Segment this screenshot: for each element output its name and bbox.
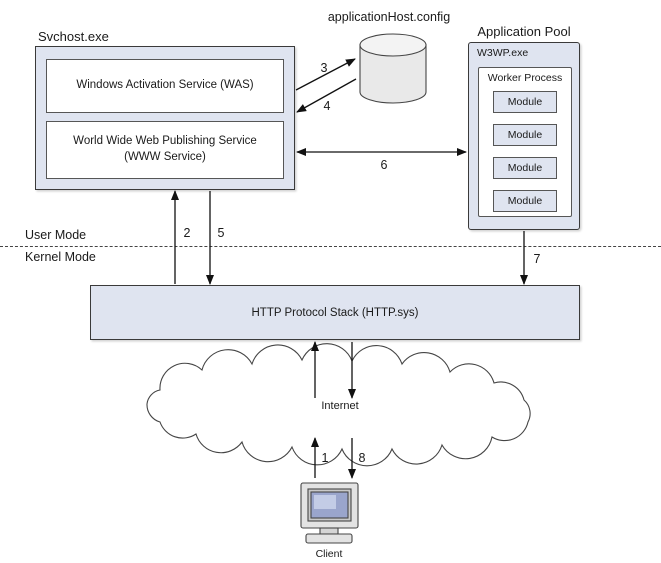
- arrow-label-1: 1: [321, 451, 329, 465]
- worker-process-box: Worker Process Module Module Module Modu…: [478, 67, 572, 217]
- svchost-title: Svchost.exe: [38, 29, 109, 44]
- arrow-label-3: 3: [320, 61, 328, 75]
- module-box: Module: [493, 124, 557, 146]
- internet-label: Internet: [321, 400, 359, 412]
- config-database-icon: [359, 33, 427, 104]
- module-label: Module: [507, 96, 543, 108]
- svchost-box: Windows Activation Service (WAS) World W…: [35, 46, 295, 190]
- arrow-label-6: 6: [380, 158, 388, 172]
- was-box: Windows Activation Service (WAS): [46, 59, 284, 113]
- was-label: Windows Activation Service (WAS): [76, 79, 254, 92]
- http-sys-label: HTTP Protocol Stack (HTTP.sys): [251, 306, 419, 319]
- module-label: Module: [507, 129, 543, 141]
- module-box: Module: [493, 91, 557, 113]
- config-store-label: applicationHost.config: [327, 10, 451, 24]
- arrow-label-8: 8: [358, 451, 366, 465]
- arrow-label-4: 4: [323, 99, 331, 113]
- client-computer-icon: [300, 482, 359, 544]
- module-label: Module: [507, 195, 543, 207]
- arrow-label-7: 7: [533, 252, 541, 266]
- www-service-label-line2: (WWW Service): [124, 151, 206, 163]
- w3wp-process-label: W3WP.exe: [477, 47, 529, 59]
- www-service-box: World Wide Web Publishing Service (WWW S…: [46, 121, 284, 179]
- kernel-mode-label: Kernel Mode: [25, 250, 96, 264]
- mode-divider-line: [0, 246, 661, 247]
- module-box: Module: [493, 190, 557, 212]
- module-box: Module: [493, 157, 557, 179]
- arrow-label-5: 5: [217, 226, 225, 240]
- module-label: Module: [507, 162, 543, 174]
- application-pool-title: Application Pool: [477, 24, 571, 39]
- application-pool-box: W3WP.exe Worker Process Module Module Mo…: [468, 42, 580, 230]
- client-label: Client: [315, 548, 343, 560]
- arrow-label-2: 2: [183, 226, 191, 240]
- http-sys-box: HTTP Protocol Stack (HTTP.sys): [90, 285, 580, 340]
- worker-process-label: Worker Process: [487, 72, 563, 84]
- user-mode-label: User Mode: [25, 228, 87, 242]
- www-service-label-line1: World Wide Web Publishing Service: [73, 135, 257, 148]
- module-list: Module Module Module Module: [493, 91, 557, 212]
